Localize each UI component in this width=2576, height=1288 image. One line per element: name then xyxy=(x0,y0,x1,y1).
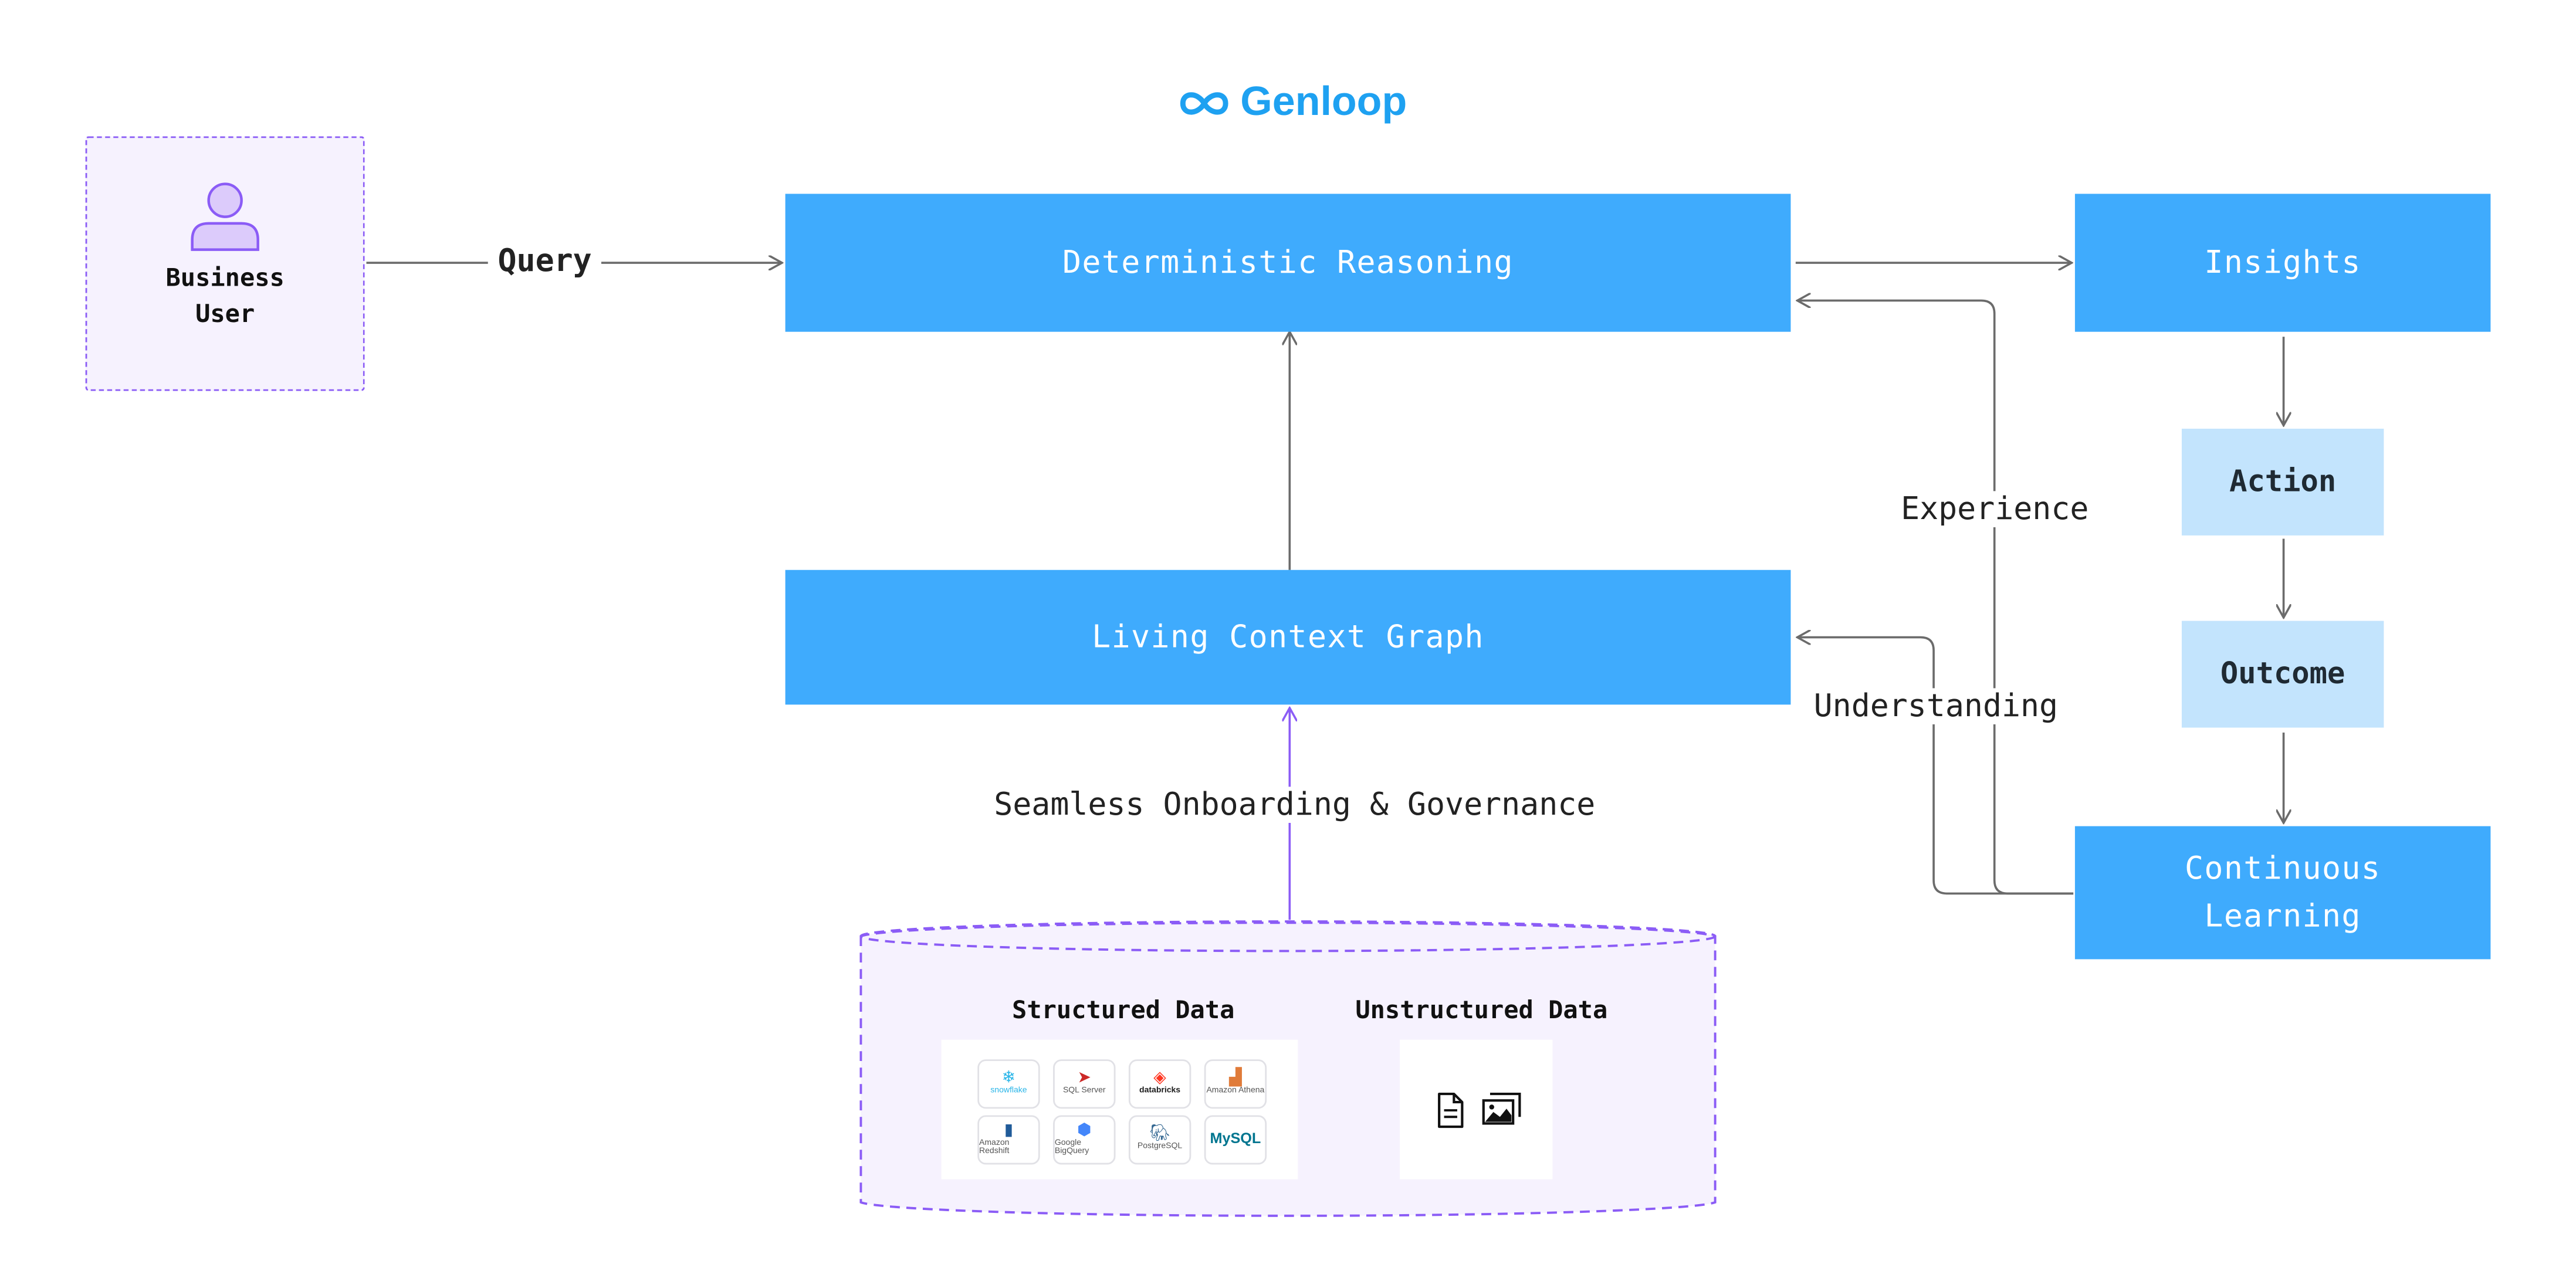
snowflake-icon: ❄snowflake xyxy=(977,1059,1040,1109)
understanding-loop-arrow xyxy=(1798,638,2074,895)
brand-logo: Genloop xyxy=(1176,79,1407,126)
images-icon xyxy=(1482,1092,1521,1125)
unstructured-sources-panel xyxy=(1399,1039,1553,1179)
document-icon xyxy=(1438,1092,1464,1128)
action-label: Action xyxy=(2229,465,2337,500)
athena-icon: ▟Amazon Athena xyxy=(1204,1059,1267,1109)
understanding-label: Understanding xyxy=(1803,688,2068,724)
business-user-box: Business User xyxy=(85,136,365,391)
mysql-icon: MySQL xyxy=(1204,1115,1267,1165)
user-icon xyxy=(191,182,259,251)
postgresql-icon: 🐘︎PostgreSQL xyxy=(1128,1115,1191,1165)
insights-label: Insights xyxy=(2204,245,2361,281)
living-context-graph-label: Living Context Graph xyxy=(1092,619,1484,656)
databricks-icon: ◈databricks xyxy=(1128,1059,1191,1109)
outcome-node: Outcome xyxy=(2181,621,2384,728)
brand-name: Genloop xyxy=(1240,79,1407,125)
bigquery-icon: ⬢Google BigQuery xyxy=(1053,1115,1116,1165)
business-user-label-line1: Business xyxy=(165,263,285,293)
onboarding-governance-label: Seamless Onboarding & Governance xyxy=(984,787,1606,823)
infinity-logo-icon xyxy=(1180,91,1228,114)
structured-sources-panel: ❄snowflake ➤SQL Server ◈databricks ▟Amaz… xyxy=(941,1039,1298,1179)
continuous-learning-label-line1: Continuous xyxy=(2184,850,2381,886)
insights-node: Insights xyxy=(2074,194,2491,332)
deterministic-reasoning-label: Deterministic Reasoning xyxy=(1062,245,1514,281)
continuous-learning-node: Continuous Learning xyxy=(2074,826,2491,960)
unstructured-data-title: Unstructured Data xyxy=(1355,995,1608,1025)
experience-loop-arrow xyxy=(1798,300,2074,895)
action-node: Action xyxy=(2181,428,2384,535)
outcome-label: Outcome xyxy=(2220,657,2345,692)
experience-label: Experience xyxy=(1891,491,2099,527)
query-label: Query xyxy=(488,243,602,280)
structured-data-title: Structured Data xyxy=(1012,995,1235,1025)
redshift-icon: ▮Amazon Redshift xyxy=(977,1115,1040,1165)
deterministic-reasoning-node: Deterministic Reasoning xyxy=(785,194,1791,332)
continuous-learning-label-line2: Learning xyxy=(2204,897,2361,934)
business-user-label-line2: User xyxy=(195,299,255,329)
sql-server-icon: ➤SQL Server xyxy=(1053,1059,1116,1109)
living-context-graph-node: Living Context Graph xyxy=(785,570,1791,705)
